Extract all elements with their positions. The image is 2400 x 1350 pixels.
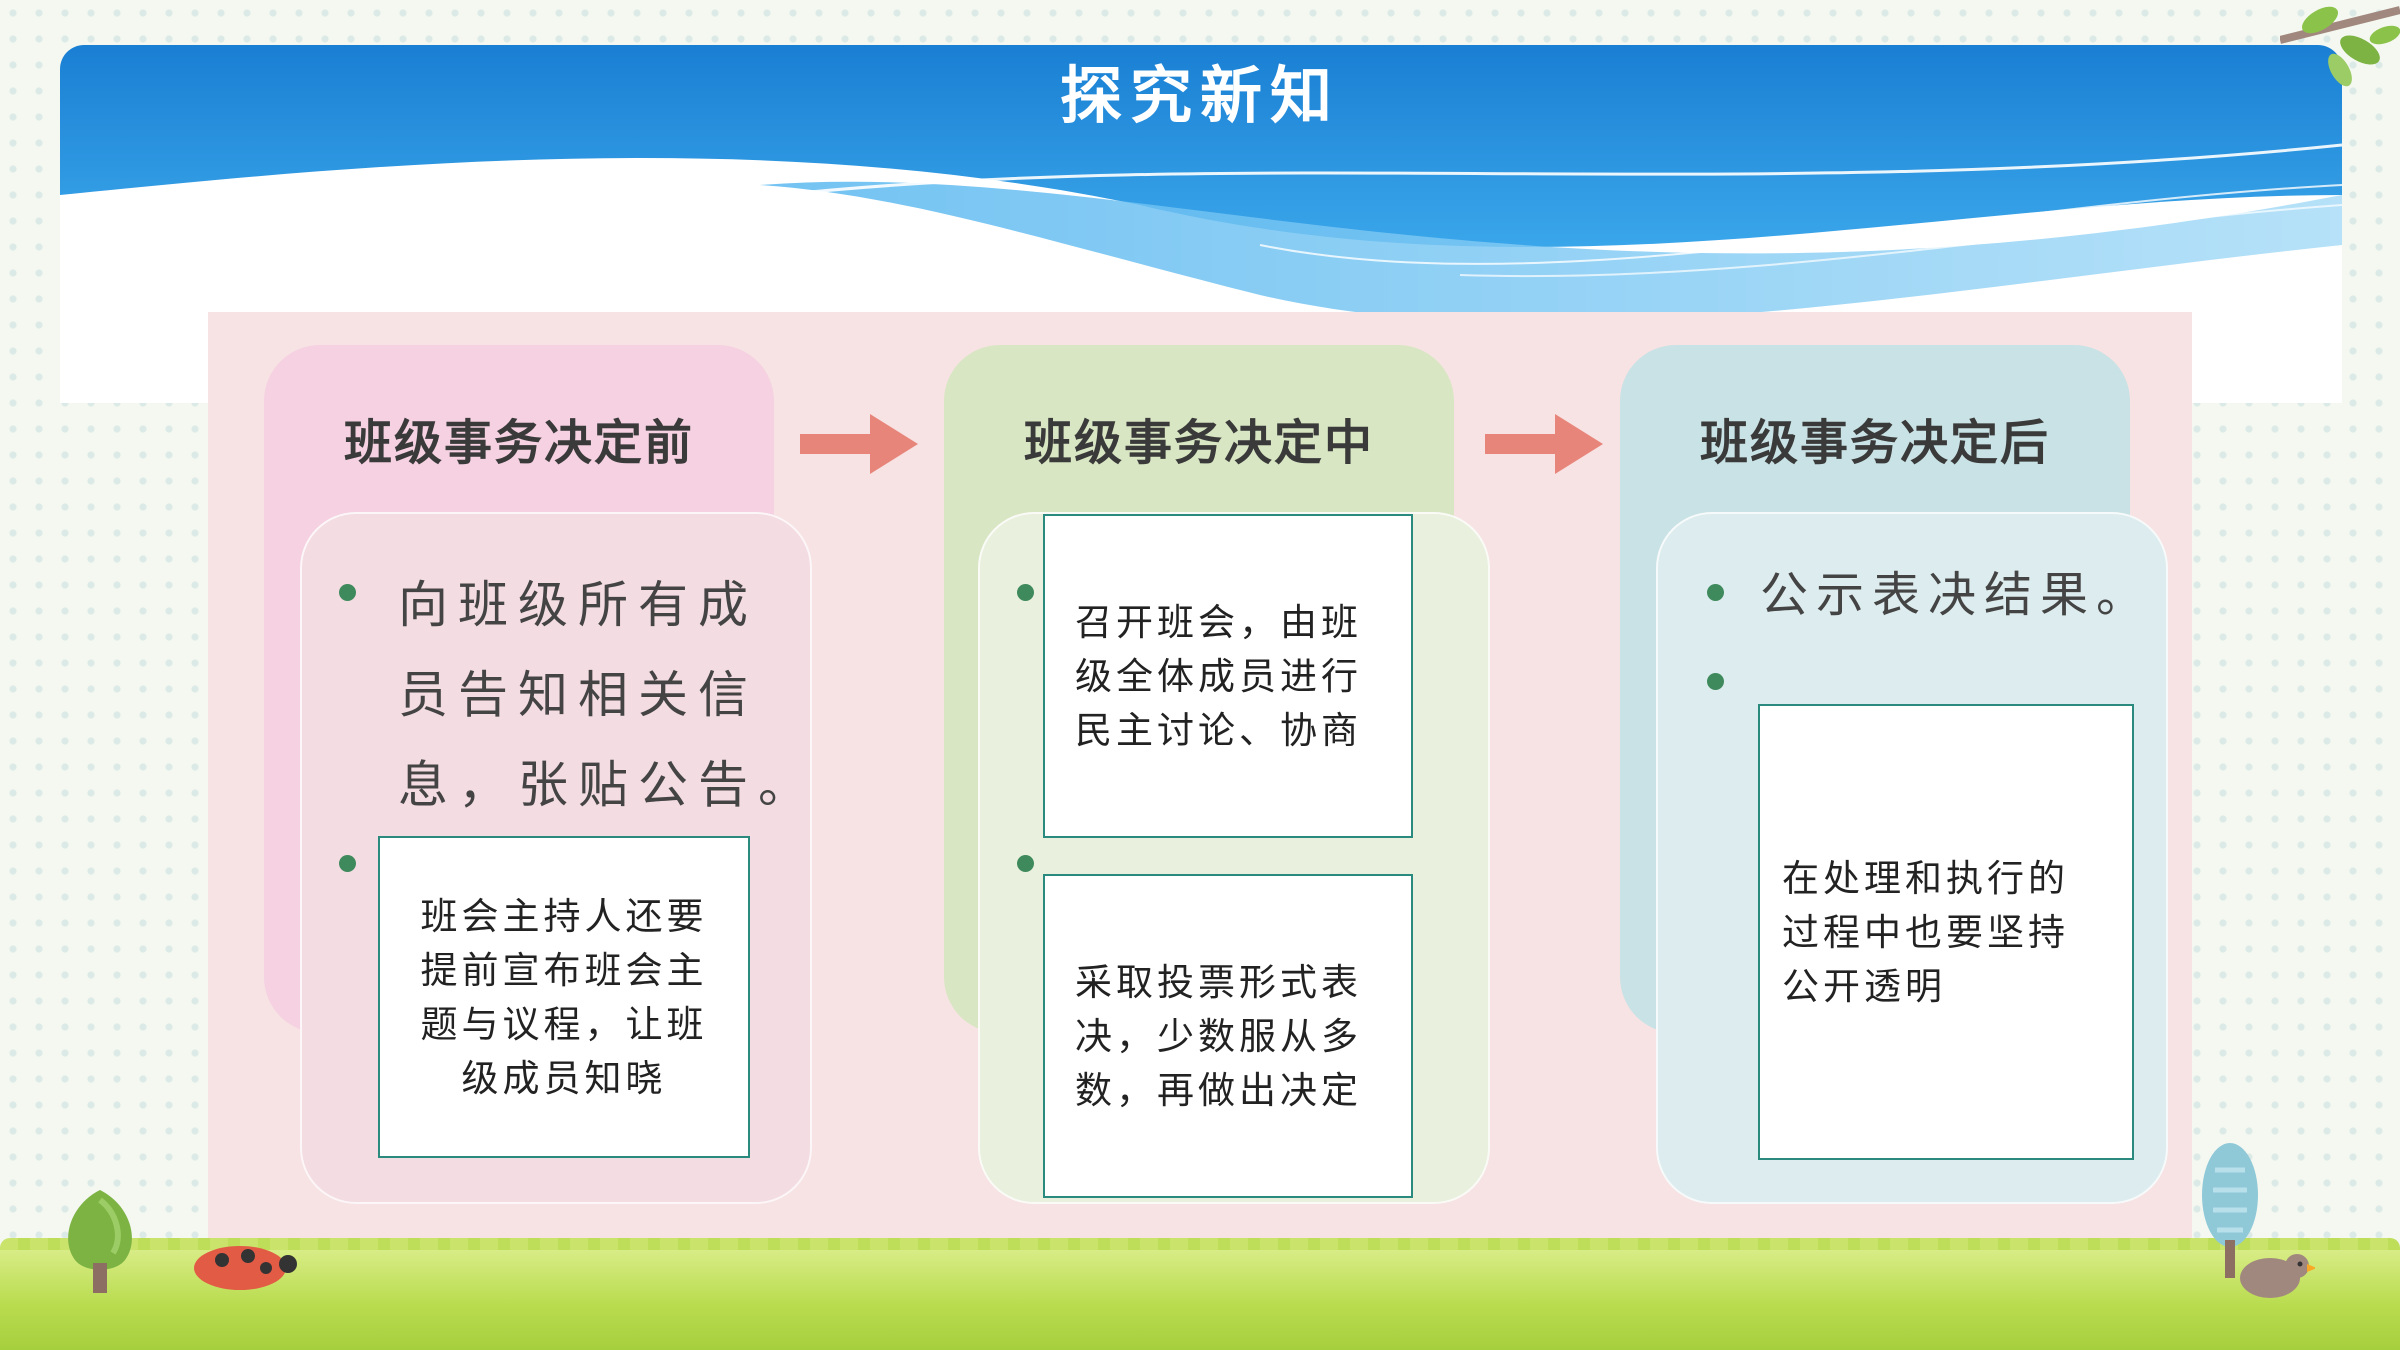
stage-during-textbox-1: 召开班会，由班级全体成员进行民主讨论、协商	[1043, 514, 1413, 838]
branch-leaves-icon	[2280, 6, 2400, 87]
stage-before-bullet-1: 向班级所有成 员告知相关信 息，张贴公告。	[398, 576, 818, 814]
stage-before-title: 班级事务决定前	[343, 415, 694, 471]
bullet-dot	[1707, 584, 1724, 601]
stage-after-textbox: 在处理和执行的 过程中也要坚持 公开透明	[1758, 704, 2134, 1160]
stage-after-bullet-1: 公示表决结果。	[1760, 567, 2153, 623]
arrow-right-icon	[1485, 414, 1603, 474]
page-title: 探究新知	[1059, 59, 1341, 132]
stage-before-textbox: 班会主持人还要 提前宣布班会主 题与议程，让班 级成员知晓	[378, 836, 750, 1158]
grass-ground	[0, 1250, 2400, 1350]
tree-left-icon	[68, 1190, 132, 1293]
bullet-dot	[1017, 584, 1034, 601]
bullet-dot	[339, 855, 356, 872]
tree-right-icon	[2202, 1143, 2258, 1278]
stage-after-title: 班级事务决定后	[1699, 415, 2050, 471]
bird-icon	[2240, 1254, 2315, 1298]
bullet-dot	[1707, 673, 1724, 690]
bullet-dot	[1017, 855, 1034, 872]
bullet-dot	[339, 584, 356, 601]
stage-during-title: 班级事务决定中	[1023, 415, 1374, 471]
stage-during-textbox-2: 采取投票形式表决，少数服从多数，再做出决定	[1043, 874, 1413, 1198]
ladybug-icon	[194, 1246, 297, 1290]
arrow-right-icon	[800, 414, 918, 474]
